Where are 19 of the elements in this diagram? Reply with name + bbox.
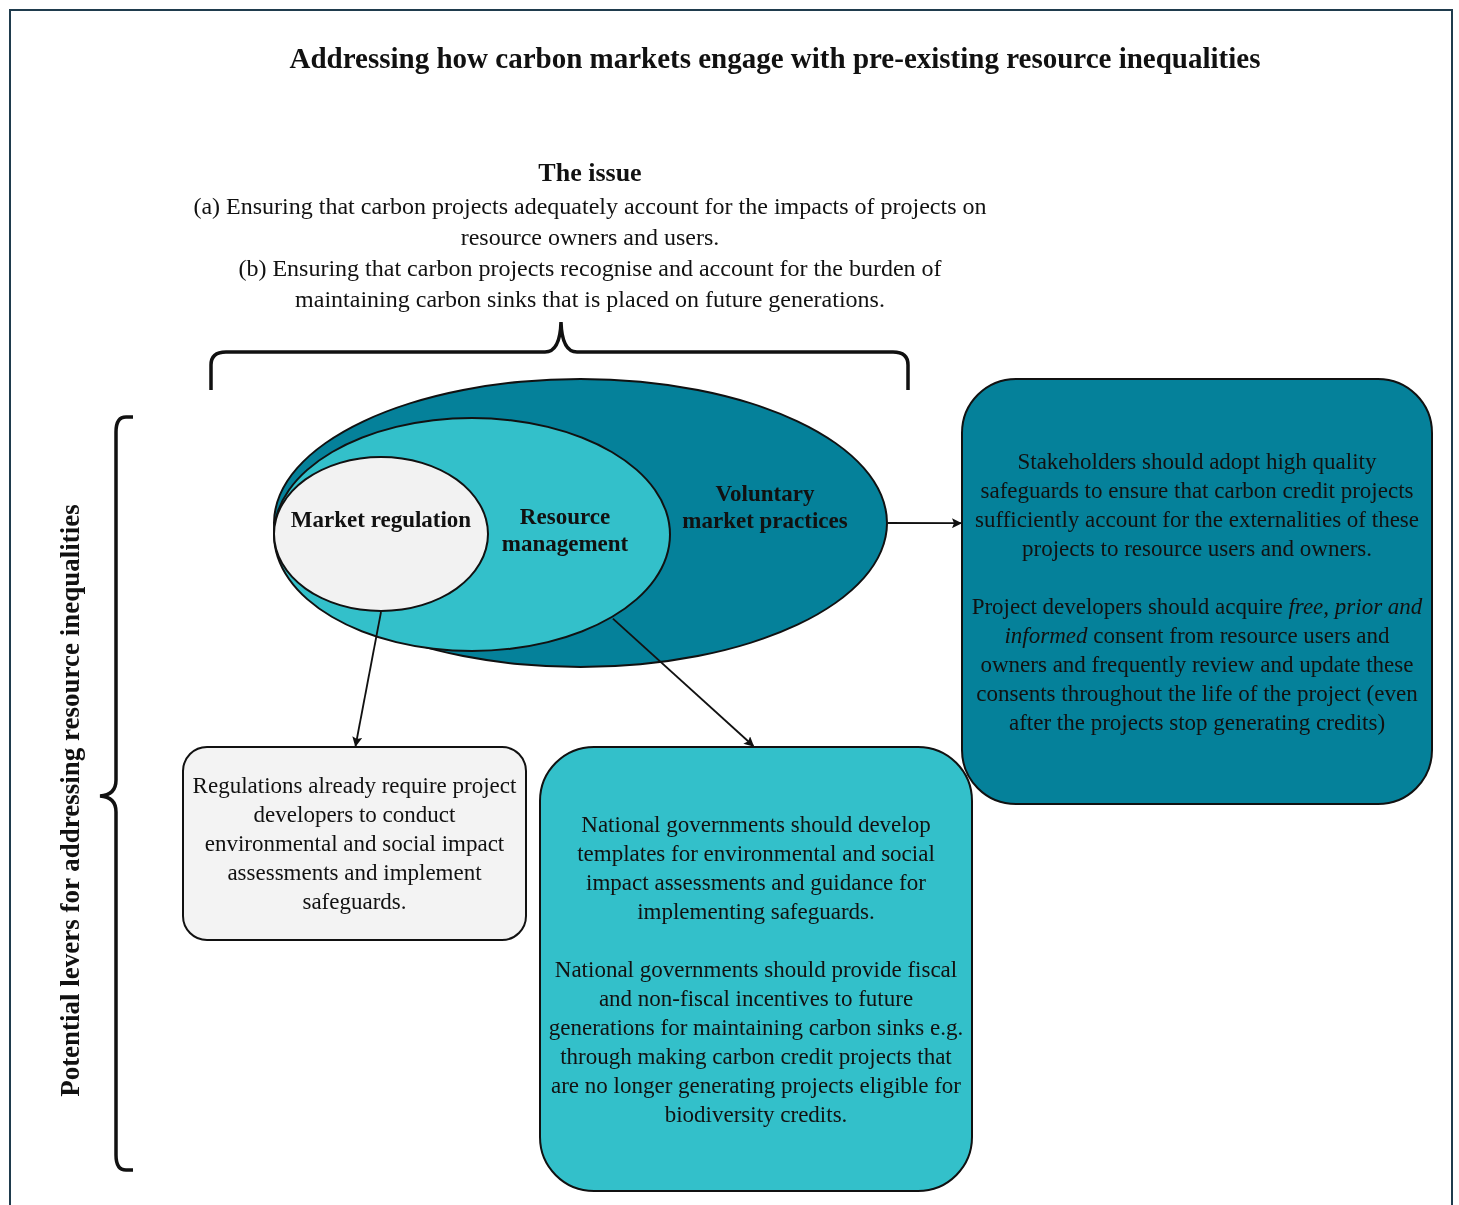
- arrow: [887, 518, 962, 529]
- issue-text: (b) Ensuring that carbon projects recognise and account for the burden of maintaining carbon sinks that is placed on future generations.: [237, 254, 943, 314]
- issue-heading: The issue: [537, 158, 643, 188]
- ellipse-label: Voluntary market practices: [681, 480, 849, 534]
- ellipse-label: Resource management: [500, 503, 630, 557]
- text-box: [182, 746, 527, 941]
- text-box: [961, 378, 1433, 805]
- side-label: Potential levers for addressing resource inequalities: [54, 503, 86, 1099]
- box-text: Project developers should acquire free, prior and informed consent from resource users and owners and frequently review and update these consents throughout the life of the project (even after the projects stop generating credits): [970, 592, 1424, 737]
- issue-text: (a) Ensuring that carbon projects adequately account for the impacts of projects on resource owners and users.: [192, 192, 988, 252]
- arrow: [352, 611, 382, 747]
- ellipse-label: Market regulation: [289, 506, 473, 533]
- box-text: National governments should provide fiscal and non-fiscal incentives to future generations for maintaining carbon sinks e.g. through making carbon credit projects that are no longer generating projects eligible for biodiversity credits.: [547, 955, 965, 1129]
- arrow: [612, 617, 755, 747]
- box-text: National governments should develop templates for environmental and social impact assessments and guidance for implementing safeguards.: [576, 810, 936, 926]
- diagram-title: Addressing how carbon markets engage with pre-existing resource inequalities: [288, 42, 1262, 75]
- text-box: [539, 746, 973, 1192]
- box-text: Stakeholders should adopt high quality safeguards to ensure that carbon credit projects sufficiently account for the externalities of these projects to resource users and owners.: [973, 447, 1421, 563]
- box-text: Regulations already require project developers to conduct environmental and social impact assessments and implement safeguards.: [191, 772, 518, 916]
